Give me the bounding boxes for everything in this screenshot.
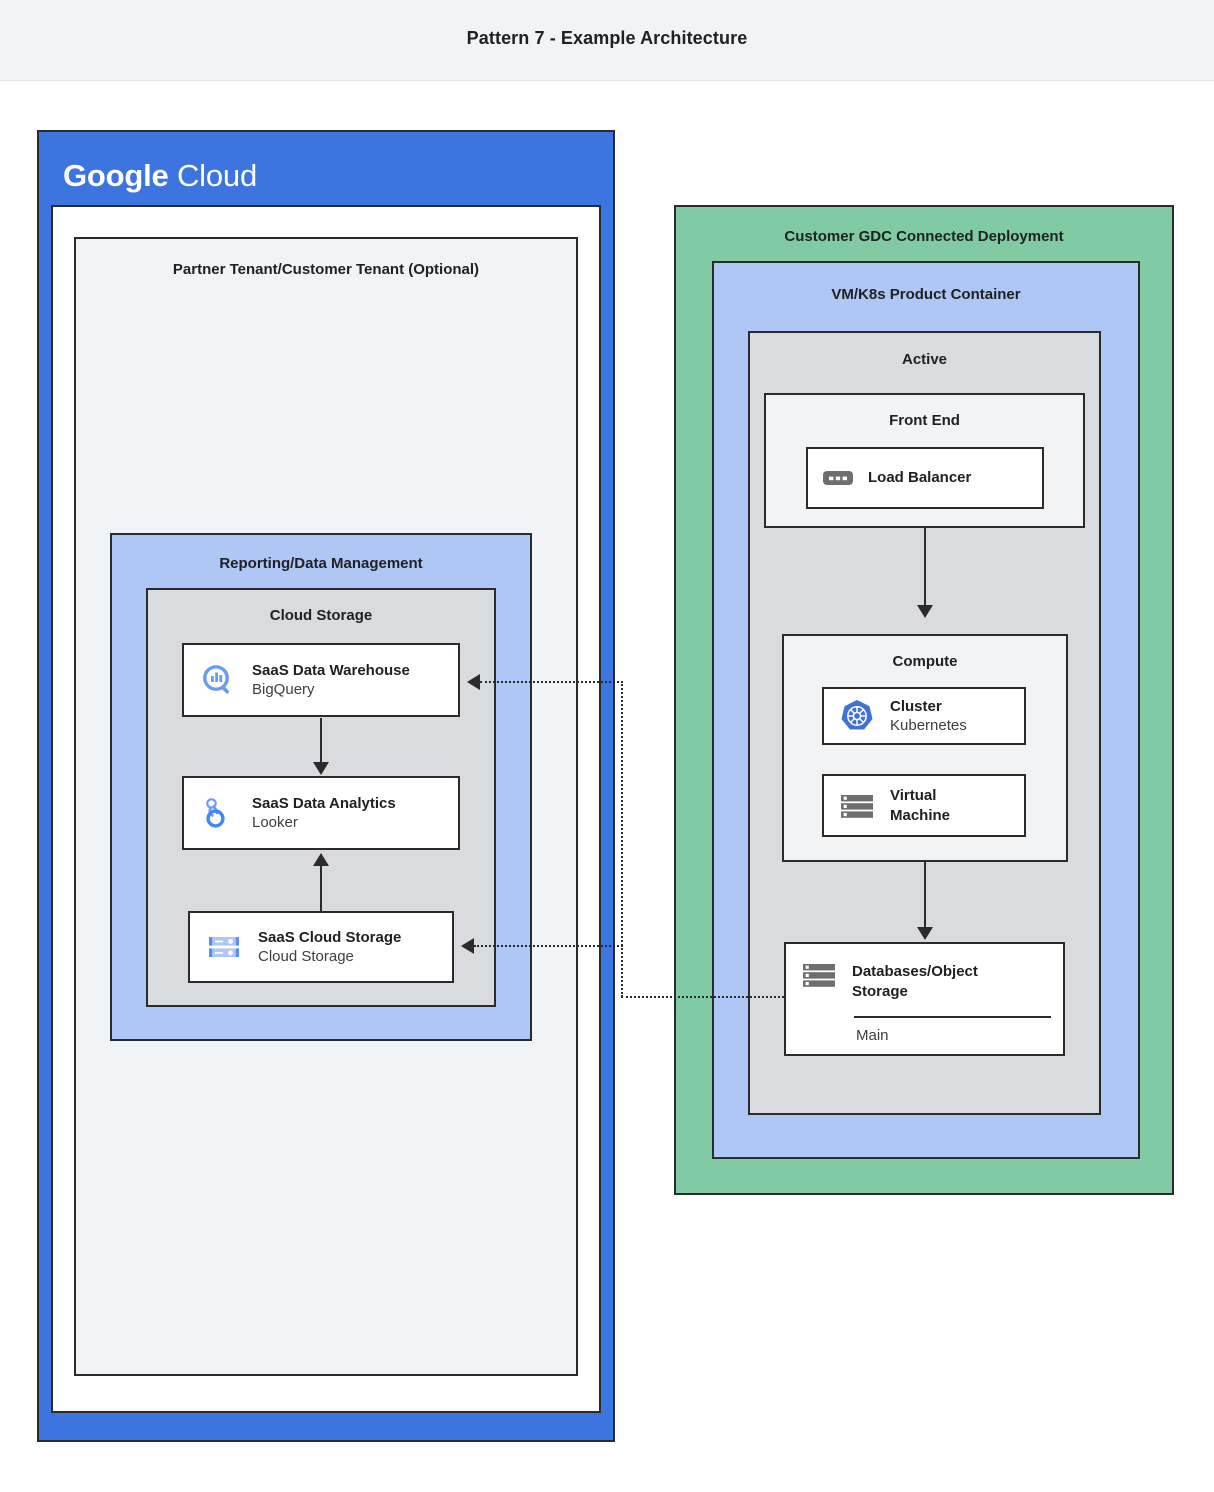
virtual-machine-name-line2: Machine [890, 806, 951, 824]
virtual-machine-icon [838, 787, 876, 825]
saas-cloud-storage-card[interactable]: SaaS Cloud Storage Cloud Storage [188, 911, 454, 983]
dotted-connector-to-saas-cloud-storage [474, 945, 623, 947]
connector-storage-to-analytics-line [320, 866, 322, 912]
saas-data-analytics-name: SaaS Data Analytics [252, 794, 396, 812]
dotted-connector-db-trunk [621, 996, 784, 998]
looker-icon [198, 793, 238, 833]
saas-data-warehouse-product: BigQuery [252, 681, 315, 698]
databases-object-storage-card[interactable]: Databases/Object Storage Main [784, 942, 1065, 1056]
dotted-connector-to-saas-data-warehouse [480, 681, 623, 683]
connector-frontend-to-compute-line [924, 528, 926, 606]
load-balancer-icon [822, 467, 854, 489]
partner-tenant-title: Partner Tenant/Customer Tenant (Optional… [172, 261, 480, 278]
dotted-connector-vertical-trunk [621, 681, 623, 997]
google-cloud-logo-bold: Google [63, 158, 169, 193]
connector-warehouse-to-analytics-line [320, 718, 322, 764]
compute-title: Compute [892, 653, 958, 670]
databases-object-storage-name-line2: Storage [852, 982, 908, 1000]
cloud-storage-group-title: Cloud Storage [269, 607, 373, 624]
databases-object-storage-detail: Main [856, 1027, 889, 1044]
databases-object-storage-header: Databases/Object Storage [786, 962, 1063, 1001]
connector-compute-to-database-line [924, 862, 926, 928]
saas-cloud-storage-product: Cloud Storage [258, 948, 354, 965]
google-cloud-logo-light: Cloud [177, 158, 257, 193]
saas-data-analytics-card[interactable]: SaaS Data Analytics Looker [182, 776, 460, 850]
header-bar [0, 0, 1214, 81]
saas-data-warehouse-text: SaaS Data Warehouse BigQuery [252, 661, 458, 699]
page-title: Pattern 7 - Example Architecture [466, 28, 748, 48]
vm-k8s-product-container-title: VM/K8s Product Container [831, 286, 1021, 303]
saas-data-warehouse-card[interactable]: SaaS Data Warehouse BigQuery [182, 643, 460, 717]
active-title: Active [901, 351, 948, 368]
databases-object-storage-text: Databases/Object Storage [852, 962, 978, 1001]
front-end-title: Front End [889, 412, 960, 429]
connector-frontend-to-compute-arrow [917, 605, 933, 618]
virtual-machine-name-line1: Virtual [890, 787, 937, 805]
dotted-connector-to-saas-cloud-storage-arrow [461, 938, 474, 954]
connector-compute-to-database-arrow [917, 927, 933, 940]
cluster-name: Cluster [890, 697, 942, 715]
reporting-data-management-title: Reporting/Data Management [219, 555, 423, 572]
saas-cloud-storage-text: SaaS Cloud Storage Cloud Storage [258, 928, 452, 966]
cluster-product: Kubernetes [890, 717, 967, 734]
database-icon [800, 962, 838, 1000]
saas-data-analytics-text: SaaS Data Analytics Looker [252, 794, 458, 832]
saas-cloud-storage-name: SaaS Cloud Storage [258, 928, 402, 946]
load-balancer-card[interactable]: Load Balancer [806, 447, 1044, 509]
saas-data-warehouse-name: SaaS Data Warehouse [252, 661, 410, 679]
connector-storage-to-analytics-arrow [313, 853, 329, 866]
cluster-card[interactable]: Cluster Kubernetes [822, 687, 1026, 745]
connector-warehouse-to-analytics-arrow [313, 762, 329, 775]
bigquery-icon [198, 660, 238, 700]
databases-object-storage-name-line1: Databases/Object [852, 963, 978, 980]
virtual-machine-text: Virtual Machine [890, 786, 1024, 824]
cluster-text: Cluster Kubernetes [890, 697, 1024, 735]
load-balancer-name: Load Balancer [868, 469, 972, 487]
databases-object-storage-divider [854, 1016, 1051, 1018]
cloud-storage-icon [204, 927, 244, 967]
customer-gdc-deployment-title: Customer GDC Connected Deployment [784, 228, 1064, 245]
virtual-machine-card[interactable]: Virtual Machine [822, 774, 1026, 837]
google-cloud-logo: Google Cloud [63, 158, 257, 194]
load-balancer-text: Load Balancer [868, 468, 1042, 487]
kubernetes-icon [838, 697, 876, 735]
dotted-connector-to-saas-data-warehouse-arrow [467, 674, 480, 690]
saas-data-analytics-product: Looker [252, 814, 298, 831]
